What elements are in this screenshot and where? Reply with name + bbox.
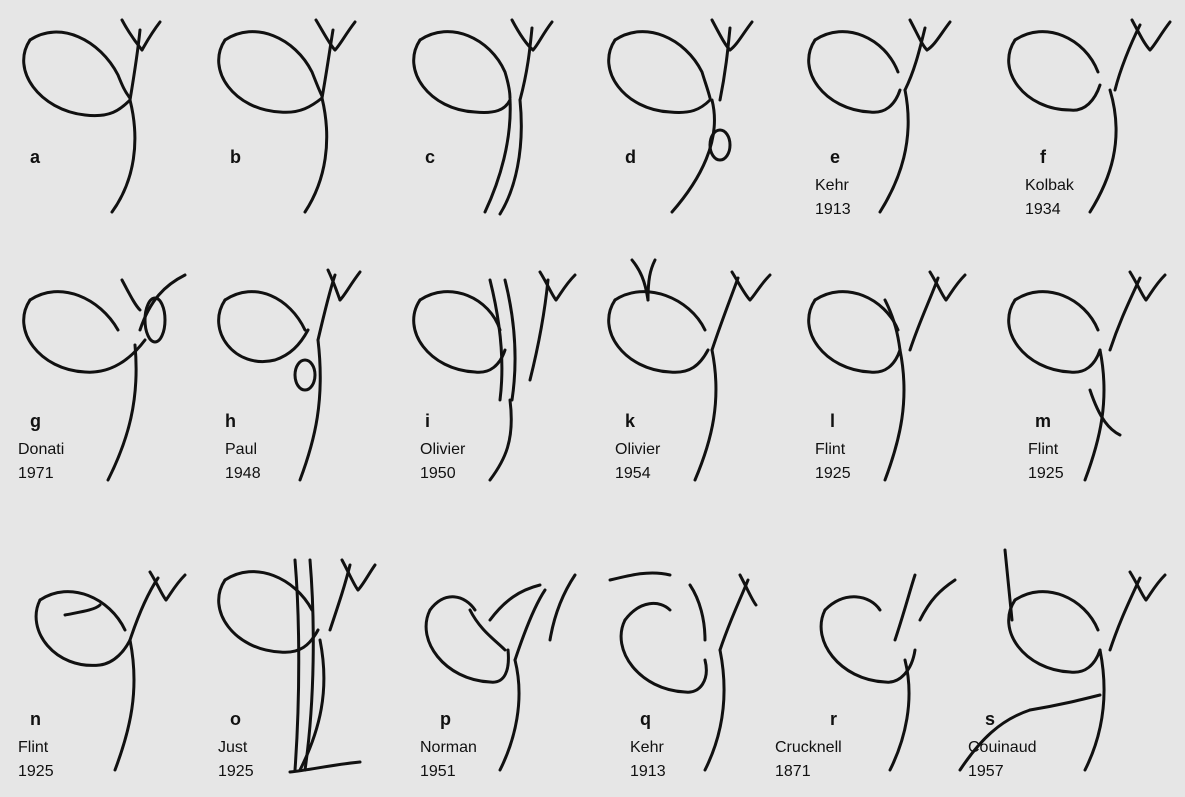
panel-year-f: 1934 bbox=[1025, 202, 1061, 218]
panel-year-o: 1925 bbox=[218, 764, 254, 780]
panel-author-g: Donati bbox=[18, 442, 64, 458]
panel-author-m: Flint bbox=[1028, 442, 1058, 458]
panel-letter-m: m bbox=[1035, 412, 1051, 430]
panel-year-h: 1948 bbox=[225, 466, 261, 482]
duct-drawing-d bbox=[609, 20, 752, 212]
panel-author-f: Kolbak bbox=[1025, 178, 1074, 194]
panel-year-q: 1913 bbox=[630, 764, 666, 780]
panel-author-p: Norman bbox=[420, 740, 477, 756]
duct-drawing-s bbox=[960, 550, 1165, 770]
panel-author-h: Paul bbox=[225, 442, 257, 458]
panel-letter-q: q bbox=[640, 710, 651, 728]
panel-letter-c: c bbox=[425, 148, 435, 166]
panel-author-n: Flint bbox=[18, 740, 48, 756]
duct-drawing-b bbox=[219, 20, 355, 212]
panel-year-p: 1951 bbox=[420, 764, 456, 780]
panel-letter-l: l bbox=[830, 412, 835, 430]
panel-year-l: 1925 bbox=[815, 466, 851, 482]
panel-year-m: 1925 bbox=[1028, 466, 1064, 482]
panel-letter-a: a bbox=[30, 148, 40, 166]
panel-author-l: Flint bbox=[815, 442, 845, 458]
duct-drawing-c bbox=[414, 20, 552, 214]
panel-year-r: 1871 bbox=[775, 764, 811, 780]
panel-year-n: 1925 bbox=[18, 764, 54, 780]
panel-letter-s: s bbox=[985, 710, 995, 728]
panel-letter-b: b bbox=[230, 148, 241, 166]
duct-drawing-n bbox=[36, 572, 185, 770]
panel-author-r: Crucknell bbox=[775, 740, 842, 756]
panel-letter-o: o bbox=[230, 710, 241, 728]
panel-letter-f: f bbox=[1040, 148, 1046, 166]
panel-letter-i: i bbox=[425, 412, 430, 430]
panel-author-q: Kehr bbox=[630, 740, 664, 756]
panel-letter-h: h bbox=[225, 412, 236, 430]
panel-year-i: 1950 bbox=[420, 466, 456, 482]
panel-letter-e: e bbox=[830, 148, 840, 166]
panel-year-s: 1957 bbox=[968, 764, 1004, 780]
panel-letter-p: p bbox=[440, 710, 451, 728]
panel-author-i: Olivier bbox=[420, 442, 465, 458]
panel-letter-k: k bbox=[625, 412, 635, 430]
panel-year-g: 1971 bbox=[18, 466, 54, 482]
panel-author-e: Kehr bbox=[815, 178, 849, 194]
panel-letter-r: r bbox=[830, 710, 837, 728]
panel-year-e: 1913 bbox=[815, 202, 851, 218]
panel-author-o: Just bbox=[218, 740, 247, 756]
panel-letter-d: d bbox=[625, 148, 636, 166]
panel-letter-g: g bbox=[30, 412, 41, 430]
panel-author-k: Olivier bbox=[615, 442, 660, 458]
panel-letter-n: n bbox=[30, 710, 41, 728]
panel-year-k: 1954 bbox=[615, 466, 651, 482]
duct-drawing-a bbox=[24, 20, 160, 212]
panel-author-s: Couinaud bbox=[968, 740, 1037, 756]
